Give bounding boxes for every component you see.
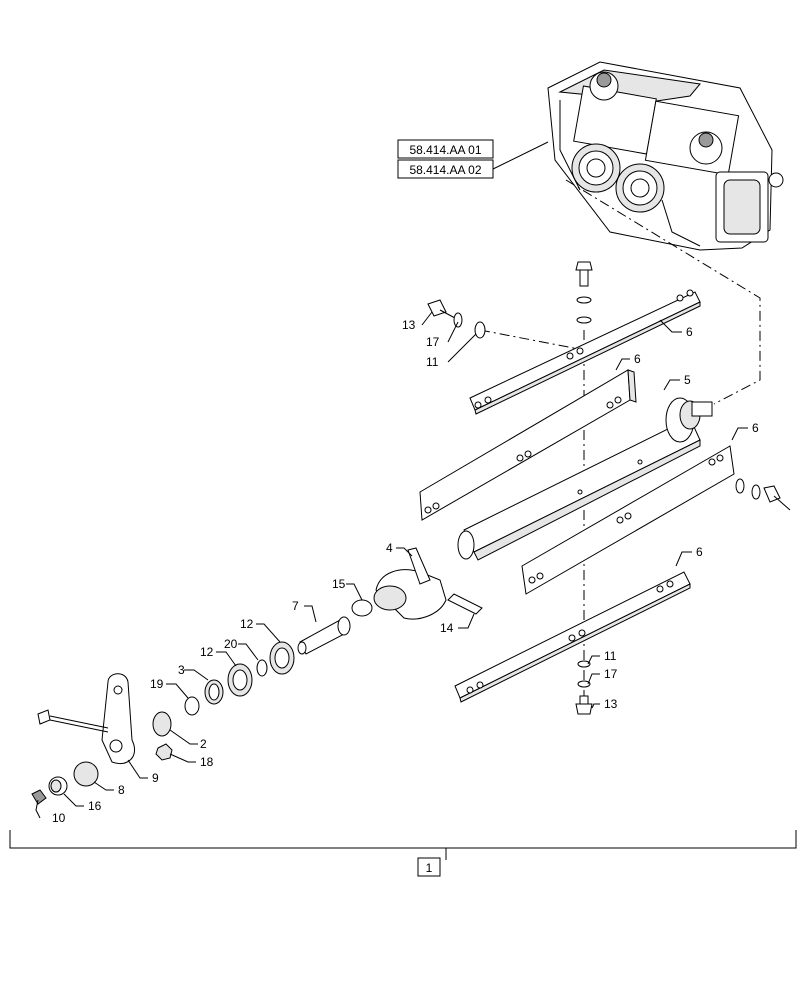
callout-13-upper[interactable]: 13 [402,318,416,332]
callout-10[interactable]: 10 [52,811,66,825]
bolt-top-vertical [575,261,593,324]
callout-12-right[interactable]: 12 [240,617,254,631]
callout-11-upper[interactable]: 11 [426,355,439,369]
pin-14 [447,593,483,615]
assembly-bracket [9,830,797,860]
coupler-4 [373,547,447,620]
shaft-7 [297,616,351,655]
bar-6-middle [419,369,637,521]
callout-13-lower[interactable]: 13 [604,697,618,711]
shaft-5 [457,397,713,561]
leaders [35,311,748,819]
snap-ring-15 [351,599,373,617]
reference-box-2[interactable]: 58.414.AA 02 [397,159,494,179]
callout-2[interactable]: 2 [200,737,207,751]
callout-17-lower[interactable]: 17 [604,667,618,681]
assembly-label-box[interactable]: 1 [417,857,441,877]
ring-19 [184,696,200,716]
reference-text-2: 58.414.AA 02 [409,163,481,177]
callout-18[interactable]: 18 [200,755,214,769]
callout-9[interactable]: 9 [152,771,159,785]
callout-7[interactable]: 7 [292,599,299,613]
callout-16[interactable]: 16 [88,799,102,813]
callout-14[interactable]: 14 [440,621,454,635]
bolt-13-lower [575,660,593,715]
callout-5[interactable]: 5 [684,373,691,387]
callout-8[interactable]: 8 [118,783,125,797]
centerline-gearbox [565,179,761,405]
callout-3[interactable]: 3 [178,663,185,677]
plate-6-right [521,445,791,595]
spacer-20 [256,659,268,677]
callout-17-upper[interactable]: 17 [426,335,440,349]
plate-6-bottom [454,571,691,703]
reference-text-1: 58.414.AA 01 [409,143,481,157]
washer-2 [152,711,172,737]
crank-arm-9 [37,673,135,764]
roller-8 [73,761,99,787]
callouts: 13 17 11 6 6 5 6 6 4 15 7 14 12 12 20 19… [52,318,759,825]
gearbox-illustration [547,61,784,251]
grease-fitting-10 [31,789,47,805]
callout-19[interactable]: 19 [150,677,164,691]
callout-12-left[interactable]: 12 [200,645,214,659]
bearing-12-left [227,663,253,697]
callout-15[interactable]: 15 [332,577,346,591]
bearing-12-right [269,641,295,675]
bolt-13-upper [427,299,486,339]
assembly-label: 1 [426,861,433,875]
reference-box-1[interactable]: 58.414.AA 01 [397,139,494,159]
centerline-bolt-top [479,329,585,351]
callout-11-lower[interactable]: 11 [604,649,617,663]
seal-3 [204,679,224,705]
callout-6-bottom-plate[interactable]: 6 [696,545,703,559]
cap-16 [48,776,68,796]
callout-20[interactable]: 20 [224,637,238,651]
reference-leader [492,141,549,170]
callout-6-middle-bar[interactable]: 6 [634,352,641,366]
plate-6-upper [469,289,701,415]
callout-6-right-plate[interactable]: 6 [752,421,759,435]
callout-6-upper-plate[interactable]: 6 [686,325,693,339]
nut-18 [155,743,173,761]
callout-4[interactable]: 4 [386,541,393,555]
